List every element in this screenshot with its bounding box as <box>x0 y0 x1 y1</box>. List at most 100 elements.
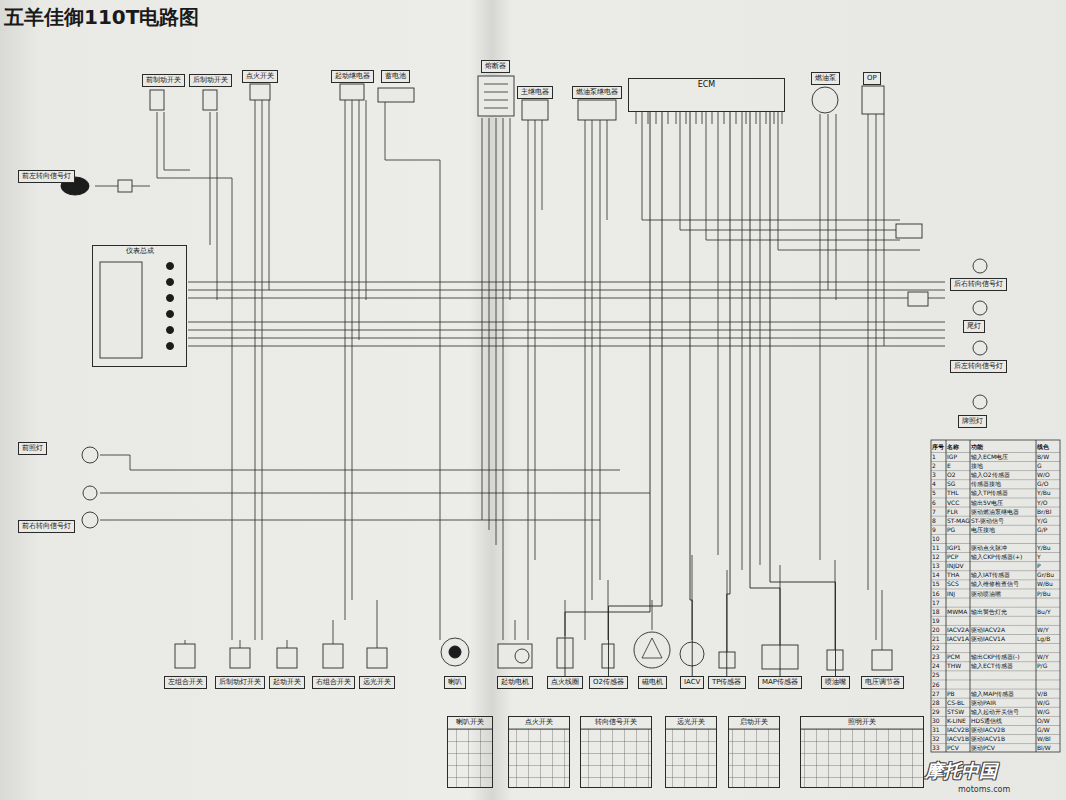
connector-symbol <box>908 292 928 306</box>
table-cell: G <box>1037 461 1042 470</box>
table-cell: THA <box>947 570 959 579</box>
component-label: 远光开关 <box>359 676 395 689</box>
node-text: 喇叭 <box>448 678 462 687</box>
table-cell: 6 <box>932 498 936 507</box>
node-text: 尾灯 <box>967 322 981 331</box>
indicator-symbol <box>167 327 174 334</box>
node-text: 远光开关 <box>363 678 391 687</box>
lamp-symbol <box>973 395 987 409</box>
table-cell: INJDV <box>947 561 964 570</box>
component-label: 点火开关 <box>242 70 278 83</box>
lamp-symbol <box>973 259 987 273</box>
component-label: 起动电机 <box>497 676 533 689</box>
table-cell: 1 <box>932 452 936 461</box>
table-cell: 输入TP传感器 <box>971 488 1008 497</box>
table-cell: 输入ECM电压 <box>971 452 1008 461</box>
instrument-panel: 仪表总成 <box>92 245 187 367</box>
table-cell: 驱动PCV <box>971 743 995 752</box>
lamp-label: 后右转向信号灯 <box>950 278 1007 291</box>
node-text: MAP传感器 <box>762 678 798 687</box>
table-cell: 21 <box>932 634 940 643</box>
indicator-symbol <box>167 311 174 318</box>
table-cell: W/Bl <box>1037 734 1051 743</box>
table-cell: PCP <box>947 552 958 561</box>
table-cell: 28 <box>932 698 940 707</box>
wire-connector <box>608 112 662 676</box>
component-label: 前制动开关 <box>142 74 185 87</box>
panel-symbol <box>100 262 142 358</box>
table-header: 序号 <box>932 442 944 451</box>
table-cell: G/P <box>1037 525 1047 534</box>
node-text: 后右转向信号灯 <box>954 280 1003 289</box>
node-text: 电压调节器 <box>865 678 900 687</box>
node-text: 启动开关 <box>731 718 777 727</box>
component-label: 后制动灯开关 <box>215 676 265 689</box>
table-cell: 驱动燃油泵继电器 <box>971 507 1019 516</box>
table-cell: Br/Bl <box>1037 507 1051 516</box>
table-cell: 输入IAT传感器 <box>971 570 1010 579</box>
table-cell: 30 <box>932 716 940 725</box>
switch-table-grid <box>665 729 717 788</box>
lamp-label: 前右转向信号灯 <box>18 520 75 533</box>
indicator-symbol <box>167 343 174 350</box>
table-cell: CS-BL <box>947 698 964 707</box>
lamp-label: 后左转向信号灯 <box>950 360 1007 373</box>
node-text: 前右转向信号灯 <box>22 522 71 531</box>
watermark: motoms.com <box>958 785 1010 795</box>
component-label: 主继电器 <box>517 86 553 99</box>
table-cell: 16 <box>932 589 940 598</box>
watermark: 摩托中国 <box>925 760 997 782</box>
lamp-symbol <box>82 447 98 463</box>
table-cell: 输入维修检查信号 <box>971 579 1019 588</box>
component-label: TP传感器 <box>708 676 746 689</box>
switch-symbol <box>150 90 164 110</box>
component-label: 电压调节器 <box>861 676 904 689</box>
node-text: 点火开关 <box>511 718 567 727</box>
component-label: 喇叭 <box>444 676 466 689</box>
table-cell: 24 <box>932 661 940 670</box>
table-cell: W/Y <box>1037 652 1049 661</box>
connector-symbol <box>118 180 132 192</box>
node-text: 燃油泵 <box>815 74 836 83</box>
table-cell: 12 <box>932 552 940 561</box>
switch-table-grid <box>580 729 652 788</box>
switch-symbol <box>323 644 343 668</box>
table-cell: O2 <box>947 470 956 479</box>
table-cell: 7 <box>932 507 936 516</box>
table-cell: 17 <box>932 598 940 607</box>
table-cell: 驱动IACV1B <box>971 734 1005 743</box>
table-cell: 8 <box>932 516 936 525</box>
node-text: 后制动开关 <box>193 76 228 85</box>
table-cell: VCC <box>947 498 959 507</box>
lamp-label: 前左转向信号灯 <box>18 170 75 183</box>
component-label: 左组合开关 <box>164 676 207 689</box>
table-cell: IACV1B <box>947 734 969 743</box>
switch-table-grid <box>447 729 493 788</box>
node-text: ECM <box>631 80 782 90</box>
table-cell: Lg/B <box>1037 634 1050 643</box>
node-text: IACV <box>684 678 700 687</box>
table-cell: 接地 <box>971 461 983 470</box>
lamp-label: 尾灯 <box>963 320 985 333</box>
table-cell: 5 <box>932 488 936 497</box>
table-cell: THL <box>947 488 959 497</box>
table-cell: 输入ECT传感器 <box>971 661 1013 670</box>
node-text: 仪表总成 <box>95 247 184 256</box>
table-cell: 输入CKP传感器(+) <box>971 552 1022 561</box>
switch-table-grid <box>800 729 924 788</box>
lamp-symbol <box>973 341 987 355</box>
table-cell: HDS通信线 <box>971 716 1002 725</box>
table-cell: Bl/W <box>1037 743 1051 752</box>
table-cell: Y/Bu <box>1037 543 1051 552</box>
node-text: 转向信号开关 <box>583 718 649 727</box>
table-cell: ST-驱动信号 <box>971 516 1004 525</box>
table-cell: 驱动PAIR <box>971 698 996 707</box>
battery-symbol <box>378 88 414 102</box>
wire-connector <box>727 112 730 676</box>
component-label: OP <box>863 72 881 85</box>
motor-symbol <box>515 649 529 663</box>
node-text: 起动继电器 <box>335 72 370 81</box>
node-text: 燃油泵继电器 <box>576 88 618 97</box>
motor-symbol <box>498 644 532 668</box>
table-cell: 4 <box>932 479 936 488</box>
